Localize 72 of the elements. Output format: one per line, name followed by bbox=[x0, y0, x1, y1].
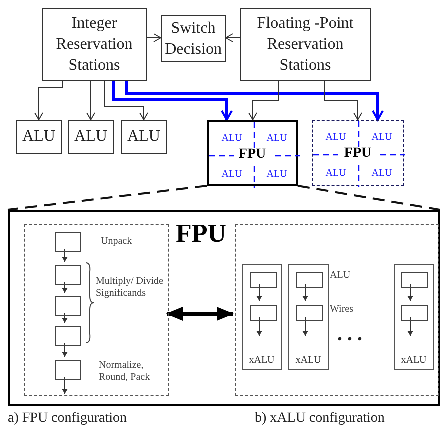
xalu-label: xALU bbox=[249, 355, 275, 367]
box-label: ALU bbox=[22, 127, 56, 147]
xalu-label: xALU bbox=[401, 355, 427, 367]
alu-box bbox=[68, 120, 114, 154]
arrow bbox=[166, 307, 234, 321]
arrow bbox=[302, 284, 308, 302]
stage-note: Wires bbox=[330, 304, 354, 316]
inner-box bbox=[296, 272, 323, 288]
inner-box bbox=[250, 272, 277, 288]
box-label: Floating -Point Reservation Stations bbox=[256, 14, 355, 76]
arrow bbox=[256, 284, 262, 302]
arrow bbox=[302, 316, 308, 336]
arrow bbox=[62, 312, 68, 324]
stage-box bbox=[55, 232, 81, 252]
panel-title: FPU bbox=[176, 220, 227, 248]
arrow bbox=[408, 284, 414, 302]
unit-label: ALU bbox=[211, 130, 253, 148]
box-label: Switch Decision bbox=[164, 18, 223, 60]
dashed-region bbox=[24, 224, 169, 396]
xalu-box bbox=[394, 264, 434, 370]
arrow bbox=[34, 80, 64, 120]
unit-label: ALU bbox=[256, 130, 298, 148]
fpu-detail-panel bbox=[8, 210, 440, 406]
box-label: Integer Reservation Stations bbox=[55, 14, 134, 76]
arrow bbox=[146, 34, 162, 42]
arrow bbox=[408, 316, 414, 336]
stage-note: Normalize, Round, Pack bbox=[99, 360, 152, 384]
sub-caption: b) xALU configuration bbox=[255, 410, 386, 427]
arrow bbox=[62, 376, 68, 394]
fpu-label: FPU bbox=[344, 146, 372, 162]
arrow bbox=[256, 316, 262, 336]
process-box bbox=[240, 8, 371, 81]
unit-label: ALU bbox=[315, 165, 357, 183]
unit-label: ALU bbox=[211, 166, 253, 184]
process-box bbox=[42, 8, 147, 81]
stage-box bbox=[55, 265, 81, 285]
box-label: ALU bbox=[128, 127, 160, 147]
arrow bbox=[112, 81, 233, 121]
stage-box bbox=[55, 296, 81, 316]
inner-box bbox=[401, 305, 428, 321]
xalu-box bbox=[288, 264, 329, 370]
fpu-label: FPU bbox=[238, 147, 266, 163]
unit-label: ALU bbox=[361, 165, 403, 183]
xalu-label: xALU bbox=[296, 355, 322, 367]
arrow bbox=[62, 248, 68, 262]
stage-box bbox=[55, 326, 81, 346]
inner-box bbox=[401, 272, 428, 288]
unit-label: ALU bbox=[256, 166, 298, 184]
unit-label: ALU bbox=[361, 129, 403, 147]
stage-note: Multiply/ Divide Significands bbox=[96, 276, 164, 300]
stage-note: Unpack bbox=[101, 236, 134, 248]
sub-caption: a) FPU configuration bbox=[8, 410, 128, 427]
arrow bbox=[62, 282, 68, 294]
alu-box bbox=[121, 120, 167, 154]
box-label: ALU bbox=[74, 127, 108, 147]
unit-label: ALU bbox=[315, 129, 357, 147]
xalu-box bbox=[242, 264, 282, 370]
inner-box bbox=[250, 305, 277, 321]
alu-box bbox=[16, 120, 62, 154]
stage-note: ALU bbox=[330, 270, 352, 282]
inner-box bbox=[296, 305, 323, 321]
arrow bbox=[226, 34, 240, 42]
zoom-line bbox=[8, 185, 208, 211]
arrow bbox=[86, 80, 96, 120]
arrow bbox=[324, 80, 362, 120]
arrow bbox=[126, 81, 384, 121]
arrow bbox=[248, 80, 280, 120]
zoom-line bbox=[298, 185, 440, 211]
arrow bbox=[62, 342, 68, 358]
arrow bbox=[104, 80, 148, 120]
stage-box bbox=[55, 360, 81, 380]
dashed-region bbox=[235, 224, 439, 396]
